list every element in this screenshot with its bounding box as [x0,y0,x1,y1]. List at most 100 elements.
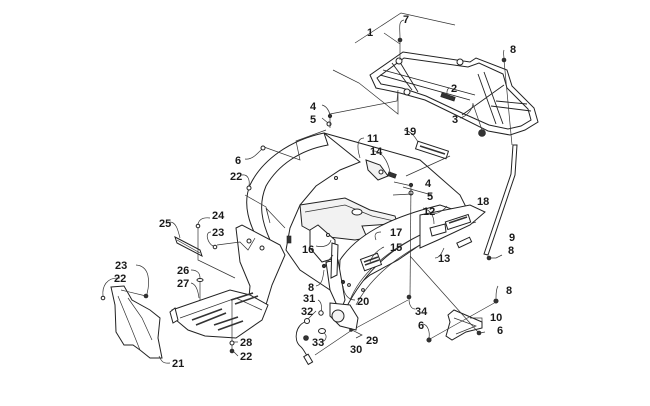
fender-screw-bracket [329,89,399,115]
bracket-clip [286,235,292,244]
tail-bracket-group [409,255,499,343]
callout-3: 3 [452,114,458,126]
callout-9: 9 [509,232,515,244]
rack-crossbar [483,71,504,125]
callout-6: 6 [497,325,503,337]
seat-latch [365,159,389,181]
callout-30: 30 [350,344,362,356]
taillight-group-bracket [314,329,363,356]
bracket-bolt [246,238,252,244]
fastener-8-part [493,298,499,304]
callout-11: 11 [367,133,379,145]
seat-latch-bolt [378,169,384,175]
callout-16: 16 [302,244,314,256]
rack-frame-inner [376,57,532,130]
rack-rail [379,74,471,101]
mud-guard-crease [127,297,153,341]
callout-18: 18 [477,196,489,208]
fastener-3-axis [472,103,483,131]
callout-12: 12 [423,206,435,218]
bulb-31-part [318,310,324,316]
callout-5: 5 [427,191,433,203]
callout-4: 4 [425,178,432,190]
reflector-part [456,236,473,249]
tail-bracket-part [445,309,483,341]
body-mount-bracket [330,242,339,279]
callout-27: 27 [177,278,189,290]
callout-22: 22 [230,171,242,183]
callout-5: 5 [310,114,316,126]
bracket-axis [409,255,479,333]
callout-8: 8 [508,245,514,257]
callout-24: 24 [212,210,225,222]
footwell-tread [195,312,227,326]
rack-mount-point [395,57,403,65]
fastener-14-part [387,171,397,179]
callout-31: 31 [303,293,315,305]
callout-23: 23 [212,227,224,239]
harness-wire [295,321,310,359]
footwell-tread [191,308,223,321]
rack-mount-point [456,58,464,66]
bulb-33-part [318,328,326,334]
brand-decal-part [414,140,450,160]
footwell-tread [230,292,254,301]
callout-32: 32 [301,306,313,318]
callout-20: 20 [357,296,369,308]
storage-box-hole [326,233,330,237]
callout-15: 15 [390,242,402,254]
callout-14: 14 [370,146,383,158]
fastener-6-axis [429,301,497,340]
callout-labels: 1 2 3 4 4 5 5 6 6 6 7 8 8 8 8 9 10 11 12… [114,14,516,370]
callout-22: 22 [240,351,252,363]
fastener-23-axis [120,289,147,297]
socket-harness-part [304,318,310,324]
rack-group-bracket [354,12,456,44]
fastener-8-part [486,255,492,261]
mud-guard-crease [117,295,141,351]
callout-25: 25 [159,218,171,230]
callout-1: 1 [367,27,373,39]
fender-screw-bracket [244,194,286,229]
rear-body-panel-group [244,89,486,314]
model-decal-part [444,213,472,231]
taillight-lens [331,309,345,323]
rack-crossbar [397,58,419,93]
fender-screw-bracket [263,129,327,161]
reflector-mount-part [429,223,447,237]
rack-rail [382,69,476,96]
rack-mount-bolt-part [478,129,486,137]
footwell-group [169,223,292,354]
callout-34: 34 [415,306,428,318]
fender-screw [361,288,365,292]
rack-support-tube-part [483,144,518,256]
callout-26: 26 [177,265,189,277]
callout-10: 10 [490,312,502,324]
deck-hole [351,208,363,216]
fastener-28-part [229,340,235,346]
mud-guard-group [100,285,163,359]
callout-6: 6 [418,320,424,332]
callout-21: 21 [172,358,184,370]
fastener-34-part [406,294,412,300]
brand-decal-leader-line [405,155,451,177]
callout-19: 19 [404,126,416,138]
callout-13: 13 [438,253,450,265]
hardware-axis [402,186,433,196]
rear-rack [332,12,539,146]
rack-crossbar [461,84,505,116]
rack-crossbar [495,100,528,105]
deck-hole [334,176,338,180]
callout-23: 23 [115,260,127,272]
tail-bracket-detail [453,317,477,335]
harness-connector [303,335,309,341]
rack-decal-part [440,92,456,102]
fastener-8-axis [503,59,513,146]
callout-8: 8 [308,282,314,294]
callout-4: 4 [310,101,317,113]
rack-crossbar [477,73,497,125]
fastener-20-part [340,279,346,285]
fastener-23-axis [216,237,256,251]
footrest-trim-detail [176,239,201,254]
